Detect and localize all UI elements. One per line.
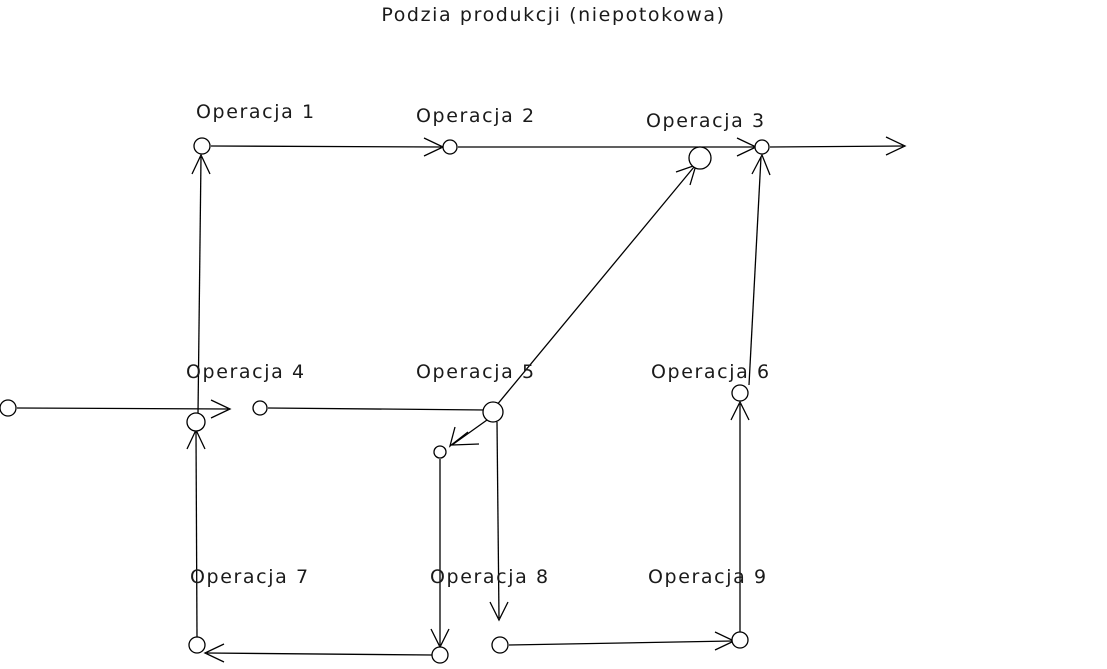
edge-op9left-to-op9right — [508, 631, 736, 651]
edge-op8-to-op7 — [203, 643, 433, 663]
label-operacja-2: Operacja 2 — [416, 105, 536, 127]
edge-op6-to-merge-top — [748, 153, 771, 386]
node-start[interactable] — [0, 399, 17, 417]
label-operacja-4: Operacja 4 — [186, 361, 306, 383]
edge-start-to-op4in — [16, 399, 232, 419]
node-op5[interactable] — [482, 401, 504, 423]
node-op7[interactable] — [188, 636, 206, 654]
label-operacja-7: Operacja 7 — [190, 566, 310, 588]
node-op3[interactable] — [688, 146, 712, 170]
label-operacja-9: Operacja 9 — [648, 566, 768, 588]
node-op9-left[interactable] — [491, 636, 509, 654]
edge-merge-top-to-exit — [769, 136, 907, 156]
edge-op2-to-merge-top — [458, 137, 758, 157]
edge-op7-to-op4in — [186, 428, 206, 638]
label-operacja-1: Operacja 1 — [196, 101, 316, 123]
label-operacja-3: Operacja 3 — [646, 110, 766, 132]
edge-op9right-to-op6 — [730, 400, 750, 632]
label-operacja-5: Operacja 5 — [416, 361, 536, 383]
edge-op1-to-op2 — [210, 137, 445, 157]
node-merge-top[interactable] — [754, 139, 770, 155]
label-operacja-8: Operacja 8 — [430, 566, 550, 588]
node-op1[interactable] — [193, 137, 211, 155]
node-op9-right[interactable] — [731, 631, 749, 649]
page-title: Podzia produkcji (niepotokowa) — [381, 4, 726, 26]
node-op2[interactable] — [442, 139, 458, 155]
node-op4-in[interactable] — [186, 412, 206, 432]
node-op6[interactable] — [731, 384, 749, 402]
edge-op5-down — [489, 421, 509, 622]
edge-sub-to-op8 — [430, 459, 450, 649]
node-op5-sub[interactable] — [433, 445, 447, 459]
node-op8[interactable] — [431, 646, 449, 664]
edge-op4out-to-op5 — [267, 407, 487, 411]
label-operacja-6: Operacja 6 — [651, 361, 771, 383]
edge-op5-to-sub — [448, 419, 488, 448]
node-op4-out[interactable] — [252, 400, 268, 416]
